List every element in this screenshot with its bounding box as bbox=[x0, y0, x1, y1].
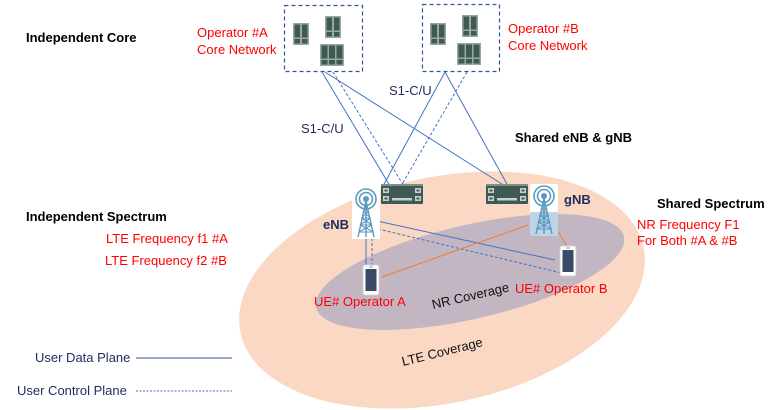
radio-links bbox=[365, 209, 569, 278]
core-a-label-line2: Core Network bbox=[197, 42, 277, 57]
shared-spectrum-title: Shared Spectrum bbox=[657, 196, 765, 211]
enb-ue-b-control-link bbox=[377, 228, 567, 275]
ue-a-label: UE# Operator A bbox=[314, 294, 406, 309]
core-network-a-boundary bbox=[283, 4, 364, 73]
enb-label: eNB bbox=[323, 217, 349, 232]
server-rack-icon bbox=[320, 44, 344, 66]
legend-control-plane-label: User Control Plane bbox=[17, 383, 127, 398]
server-rack-icon bbox=[462, 15, 478, 37]
core-a-label-line1: Operator #A bbox=[197, 25, 268, 40]
baseband-unit-icon bbox=[486, 184, 528, 204]
s1-control-link bbox=[332, 71, 405, 187]
independent-core-title: Independent Core bbox=[26, 30, 137, 45]
independent-spectrum-title: Independent Spectrum bbox=[26, 209, 167, 224]
s1-data-link bbox=[324, 71, 506, 187]
s1-interface-label-right: S1-C/U bbox=[389, 83, 432, 98]
s1-links bbox=[321, 71, 509, 187]
spectrum-item-shared: For Both #A & #B bbox=[637, 233, 737, 248]
enb-ue-b-data-link bbox=[376, 220, 556, 261]
baseband-unit-icon bbox=[381, 184, 423, 204]
s1-interface-label-left: S1-C/U bbox=[301, 121, 344, 136]
ue-b-label: UE# Operator B bbox=[515, 281, 608, 296]
spectrum-item-nr-f1: NR Frequency F1 bbox=[637, 217, 740, 232]
legend: User Data Plane User Control Plane bbox=[17, 350, 232, 398]
gnb-ue-a-link bbox=[381, 224, 529, 278]
spectrum-item-lte-f2: LTE Frequency f2 #B bbox=[105, 253, 227, 268]
server-rack-icon bbox=[293, 23, 309, 45]
core-network-b bbox=[421, 3, 501, 73]
core-b-label-line1: Operator #B bbox=[508, 21, 579, 36]
smartphone-icon bbox=[362, 264, 380, 296]
s1-data-link bbox=[321, 71, 391, 187]
server-rack-icon bbox=[457, 43, 481, 65]
gnb-label: gNB bbox=[564, 192, 591, 207]
legend-data-plane-label: User Data Plane bbox=[35, 350, 130, 365]
spectrum-item-lte-f1: LTE Frequency f1 #A bbox=[106, 231, 228, 246]
core-b-label-line2: Core Network bbox=[508, 38, 588, 53]
smartphone-icon bbox=[559, 245, 577, 277]
s1-data-link bbox=[382, 71, 446, 187]
server-rack-icon bbox=[430, 23, 446, 45]
core-network-b-boundary bbox=[421, 3, 501, 73]
gnb-tower bbox=[530, 184, 558, 236]
shared-ran-title: Shared eNB & gNB bbox=[515, 130, 632, 145]
s1-data-link bbox=[444, 71, 509, 187]
enb-tower bbox=[352, 187, 380, 239]
nr-coverage-area bbox=[315, 214, 625, 330]
server-rack-icon bbox=[325, 16, 341, 38]
core-network-a bbox=[283, 4, 364, 73]
